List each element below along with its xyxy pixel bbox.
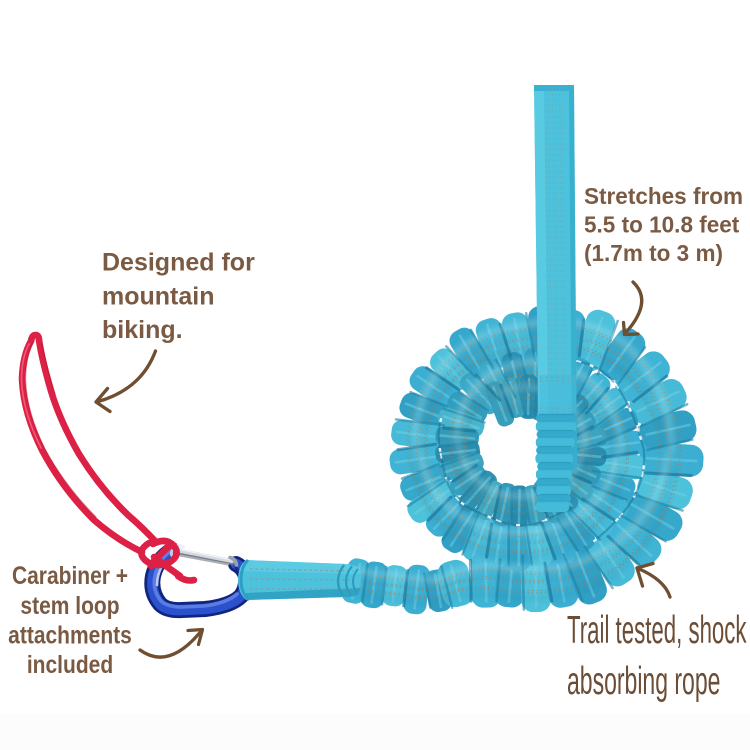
svg-text:Designed for: Designed for: [102, 249, 255, 277]
svg-text:biking.: biking.: [102, 316, 183, 344]
svg-text:included: included: [27, 650, 113, 678]
svg-text:5.5 to 10.8 feet: 5.5 to 10.8 feet: [584, 211, 740, 237]
svg-text:absorbing rope: absorbing rope: [567, 659, 720, 703]
svg-text:Stretches from: Stretches from: [584, 183, 743, 209]
svg-text:attachments: attachments: [8, 621, 132, 649]
svg-text:stem loop: stem loop: [20, 591, 119, 619]
svg-text:(1.7m to 3 m): (1.7m to 3 m): [584, 240, 723, 266]
svg-text:Carabiner +: Carabiner +: [12, 561, 128, 589]
svg-text:Trail tested, shock: Trail tested, shock: [567, 607, 747, 651]
svg-text:mountain: mountain: [102, 283, 215, 311]
